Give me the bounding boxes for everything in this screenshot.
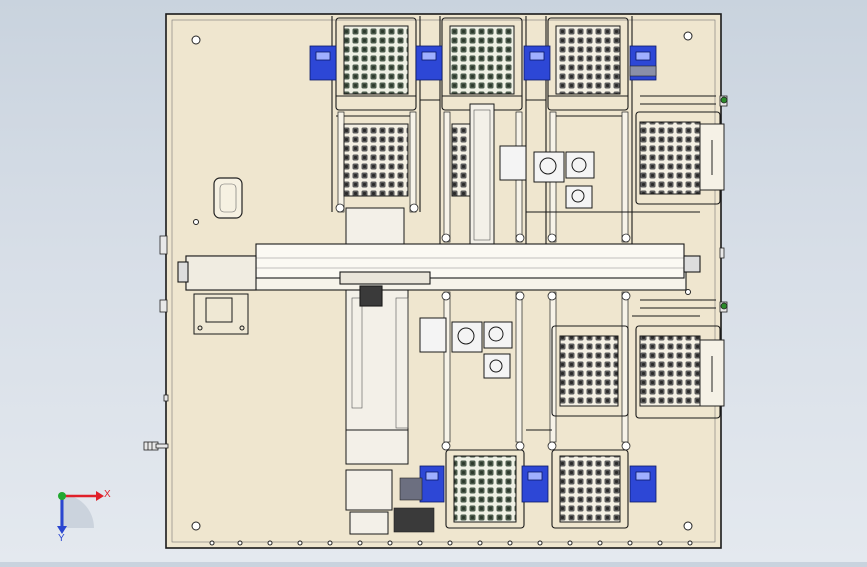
triad-y-label: Y <box>58 533 65 544</box>
motor-covers <box>393 65 657 533</box>
base-plate-inner-edge <box>171 19 716 543</box>
horizontal-gantry <box>177 243 701 307</box>
mounting-holes <box>191 31 693 546</box>
access-cutout <box>213 177 243 219</box>
servo-motors <box>309 45 657 503</box>
gripper-heads <box>419 145 595 379</box>
tray-grids-top <box>343 25 701 197</box>
tray-holders-right <box>699 123 725 407</box>
tray-grids-bottom <box>453 335 701 523</box>
left-side-fittings <box>143 235 169 451</box>
cross-bars <box>420 95 716 431</box>
support-bracket <box>193 293 249 335</box>
roller-details <box>335 203 631 451</box>
triad-x-label: X <box>104 489 111 500</box>
right-side-fittings <box>719 95 728 313</box>
xyz-axis-triad-icon: X Y <box>57 489 111 544</box>
vertical-slide-modules <box>345 103 495 535</box>
